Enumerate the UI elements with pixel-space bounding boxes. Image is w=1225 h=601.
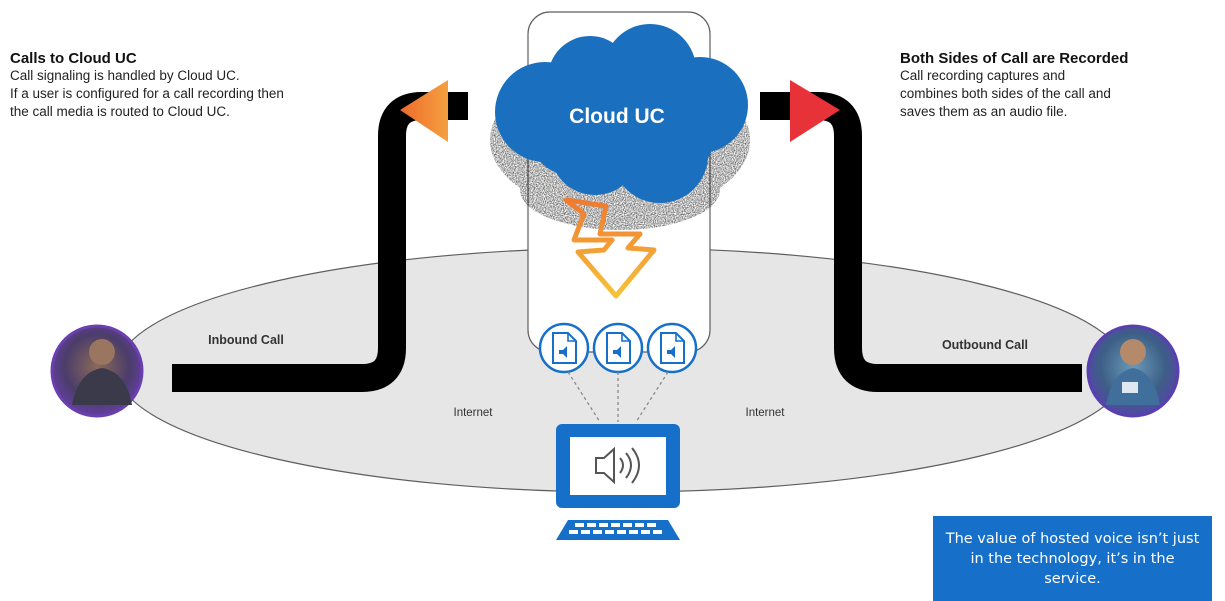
lightning-bolt-icon	[563, 197, 657, 299]
internet-label-left: Internet	[454, 407, 494, 419]
left-callout-line: Call signaling is handled by Cloud UC.	[10, 68, 240, 83]
keyboard-icon	[556, 520, 680, 540]
caller-avatar	[50, 324, 144, 418]
cloud-uc-shape	[495, 24, 748, 203]
cloud-uc-label: Cloud UC	[569, 105, 665, 128]
callee-avatar	[1086, 324, 1180, 418]
speaker-icon	[595, 446, 640, 485]
left-callout-line: the call media is routed to Cloud UC.	[10, 104, 230, 119]
inbound-call-label: Inbound Call	[208, 333, 284, 347]
left-callout-heading: Calls to Cloud UC	[10, 50, 137, 67]
right-callout-line: combines both sides of the call and	[900, 86, 1111, 101]
document-audio-icon	[592, 322, 644, 374]
inbound-arrow-head	[400, 80, 448, 142]
connector-lines	[567, 371, 669, 423]
computer-monitor	[556, 424, 680, 508]
service-quote-box: The value of hosted voice isn’t just in …	[933, 516, 1212, 601]
outbound-arrow-head	[790, 80, 840, 142]
document-audio-icon	[538, 322, 590, 374]
document-audio-icon	[646, 322, 698, 374]
left-callout-line: If a user is configured for a call recor…	[10, 86, 284, 101]
right-callout-line: Call recording captures and	[900, 68, 1066, 83]
right-callout-line: saves them as an audio file.	[900, 104, 1068, 119]
service-quote-text: The value of hosted voice isn’t just in …	[945, 530, 1200, 587]
internet-label-right: Internet	[746, 407, 786, 419]
right-callout-heading: Both Sides of Call are Recorded	[900, 50, 1129, 67]
outbound-call-label: Outbound Call	[942, 338, 1028, 352]
